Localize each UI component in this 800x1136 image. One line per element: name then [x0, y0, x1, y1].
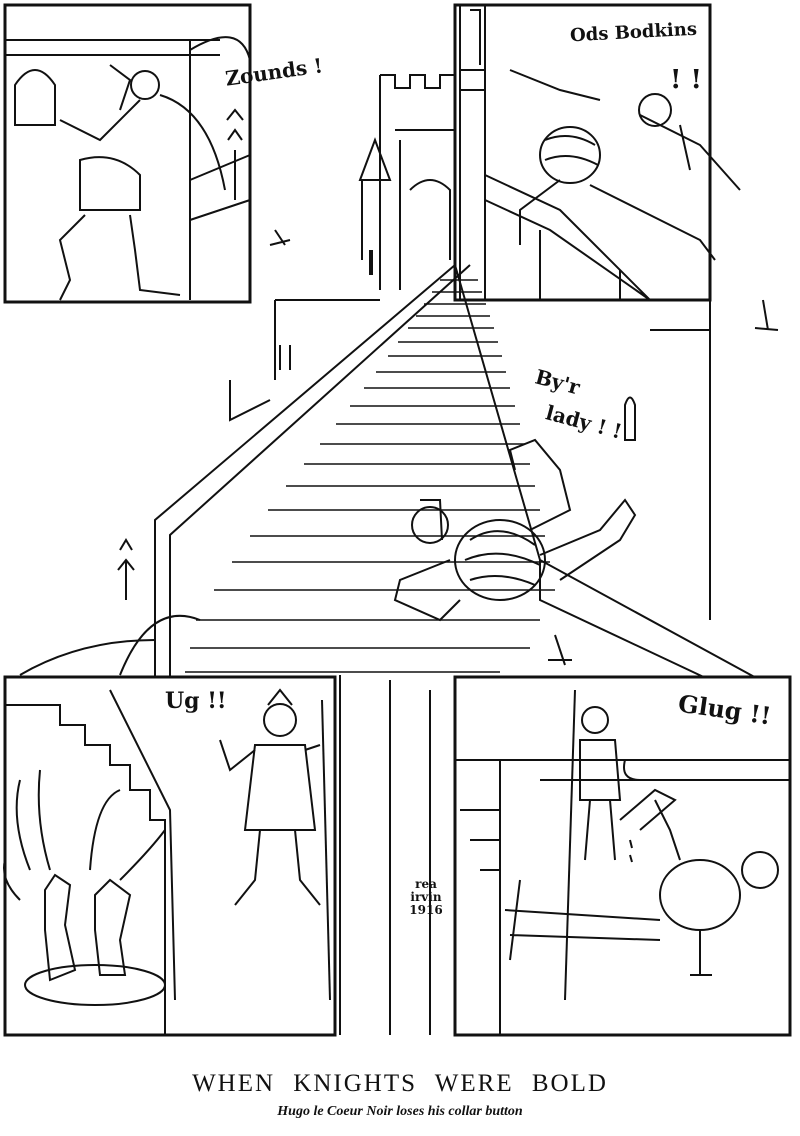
panel-1-frame [3, 3, 252, 304]
panel-4-knight-glug [455, 689, 790, 1035]
panel-3-frame [3, 675, 337, 1037]
signature-name-1: rea [415, 877, 437, 891]
panel-1-knight-zounds [5, 36, 291, 301]
falling-knight-center [393, 438, 637, 666]
exclamation-ods-bodkins-marks: ! ! [670, 65, 702, 95]
exclamation-ug: Ug !! [165, 688, 227, 714]
castle-background [229, 74, 711, 620]
panel-3-squire-ug [3, 688, 331, 1035]
signature-year: 1916 [409, 903, 443, 917]
panel-2-knight-ods-bodkins [459, 5, 779, 331]
panel-2-frame [453, 3, 712, 302]
cartoon-title: WHEN KNIGHTS WERE BOLD [192, 1070, 608, 1097]
artist-signature: rea irvin 1916 [400, 878, 452, 917]
cartoon-subtitle: Hugo le Coeur Noir loses his collar butt… [277, 1104, 523, 1119]
staircase [19, 264, 761, 1035]
signature-name-2: irvin [410, 890, 442, 904]
panel-4-frame [453, 675, 792, 1037]
cartoon-illustration [3, 3, 792, 1037]
